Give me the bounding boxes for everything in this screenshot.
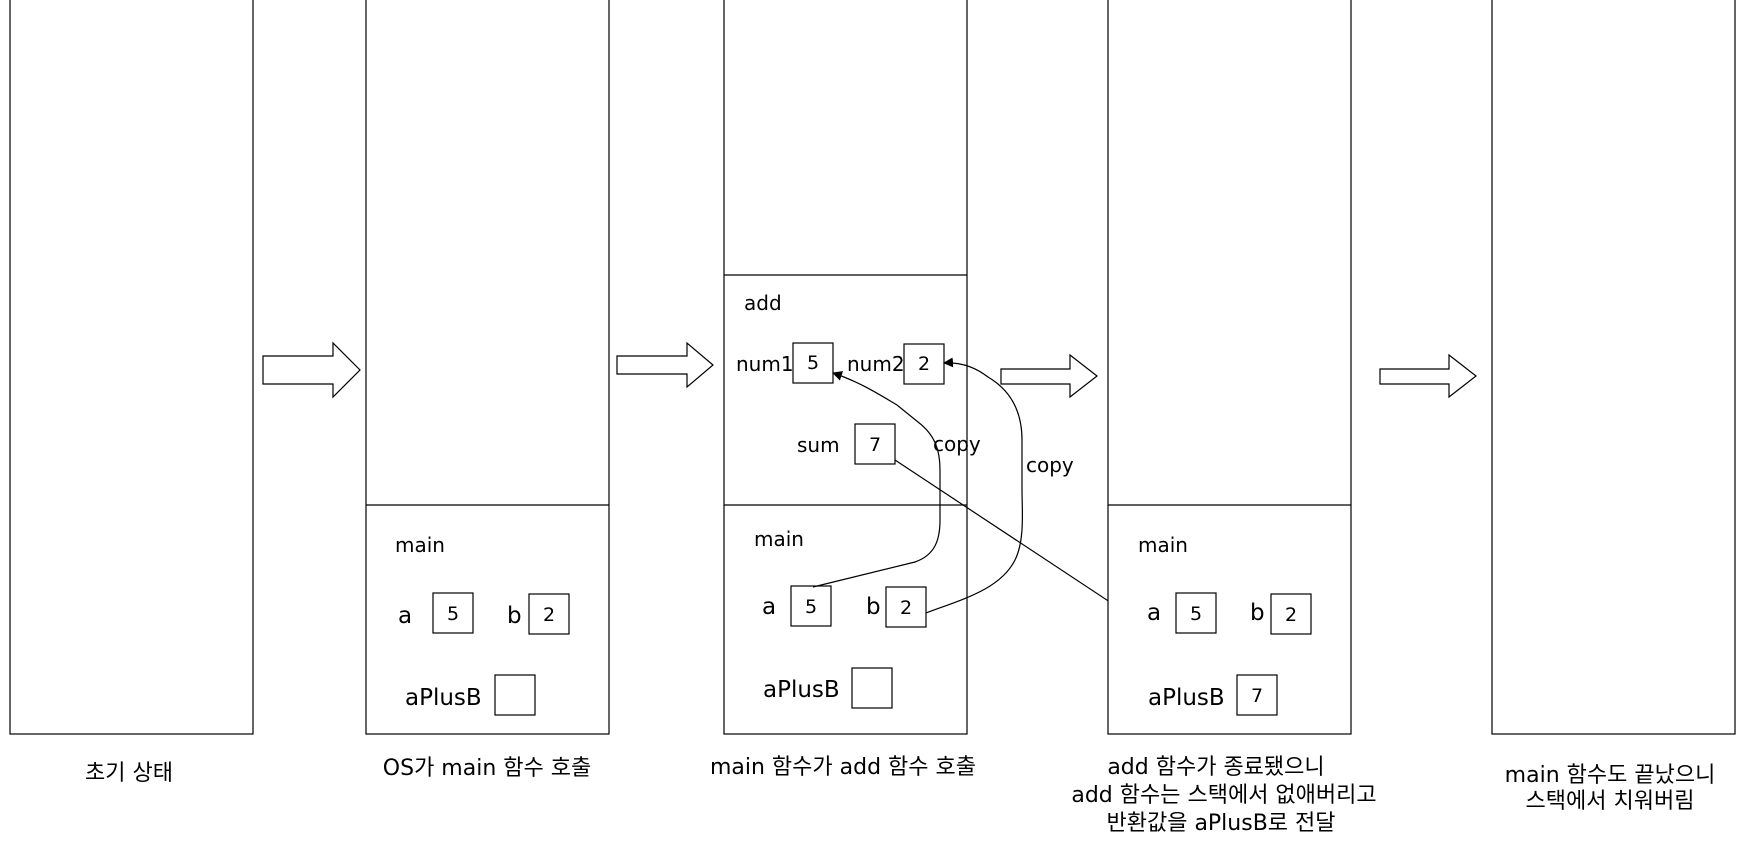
frame-label-main: main <box>395 533 445 557</box>
copy-arrow-a-to-num1 <box>812 371 941 588</box>
caption-stage-1: 초기 상태 <box>85 761 173 786</box>
var-name-a: a <box>1147 600 1161 626</box>
copy-arrow-b-to-num2 <box>925 357 1024 614</box>
var-value-num1: 5 <box>807 352 819 374</box>
var-box-aplusb <box>851 667 893 709</box>
var-value-num2: 2 <box>918 353 930 375</box>
step-arrow-1 <box>262 341 361 399</box>
copy-label-2: copy <box>1026 453 1074 477</box>
var-name-aplusb: aPlusB <box>763 677 840 703</box>
var-box-a <box>1175 592 1217 634</box>
var-value-a: 5 <box>805 596 817 618</box>
var-name-a: a <box>398 603 412 629</box>
frame-label-add: add <box>744 291 782 315</box>
var-name-aplusb: aPlusB <box>1148 685 1225 711</box>
var-box-num1 <box>792 342 834 384</box>
stack-add-returned: main a 5 b 2 aPlusB 7 <box>1107 0 1352 735</box>
var-name-aplusb: aPlusB <box>405 685 482 711</box>
var-name-num1: num1 <box>736 352 794 376</box>
var-value-b: 2 <box>900 597 912 619</box>
var-name-b: b <box>866 594 881 620</box>
var-value-b: 2 <box>1285 604 1297 626</box>
step-arrow-4 <box>1379 353 1477 399</box>
stack-column <box>9 0 254 735</box>
caption-stage-5-line-2: 스택에서 치워버림 <box>1526 789 1695 814</box>
var-value-aplusb: 7 <box>1251 685 1263 707</box>
var-name-num2: num2 <box>847 352 905 376</box>
frame-label-main: main <box>1138 533 1188 557</box>
frame-label-main: main <box>754 527 804 551</box>
stack-initial <box>9 0 254 735</box>
var-box-aplusb <box>494 674 536 716</box>
caption-stage-5-line-1: main 함수도 끝났으니 <box>1505 763 1716 788</box>
var-box-sum <box>854 423 896 465</box>
stack-add-called: add num1 5 num2 2 sum 7 main a 5 b 2 aPl… <box>723 0 1238 735</box>
step-arrow-3 <box>1000 353 1098 399</box>
var-box-aplusb <box>1236 674 1278 716</box>
var-box-b <box>885 586 927 628</box>
caption-stage-4-line-1: add 함수가 종료됐으니 <box>1107 755 1324 780</box>
stack-main-finished <box>1491 0 1736 735</box>
var-name-b: b <box>1250 600 1265 626</box>
var-box-a <box>790 585 832 627</box>
var-box-num2 <box>903 343 945 385</box>
var-value-sum: 7 <box>869 434 881 456</box>
caption-stage-2: OS가 main 함수 호출 <box>383 756 591 781</box>
var-name-sum: sum <box>797 433 840 457</box>
stack-column <box>1107 0 1352 735</box>
stack-main-called: main a 5 b 2 aPlusB <box>365 0 610 735</box>
var-value-b: 2 <box>543 604 555 626</box>
stack-column <box>1491 0 1736 735</box>
var-box-b <box>528 593 570 635</box>
var-value-a: 5 <box>447 603 459 625</box>
var-name-b: b <box>507 603 522 629</box>
caption-stage-3: main 함수가 add 함수 호출 <box>710 755 976 780</box>
step-arrow-2 <box>616 341 714 389</box>
copy-label-1: copy <box>933 432 981 456</box>
caption-stage-4-line-3: 반환값을 aPlusB로 전달 <box>1106 811 1335 836</box>
var-box-a <box>432 592 474 634</box>
caption-stage-4-line-2: add 함수는 스택에서 없애버리고 <box>1071 783 1376 808</box>
var-value-a: 5 <box>1190 603 1202 625</box>
var-box-b <box>1270 593 1312 635</box>
var-name-a: a <box>762 594 776 620</box>
